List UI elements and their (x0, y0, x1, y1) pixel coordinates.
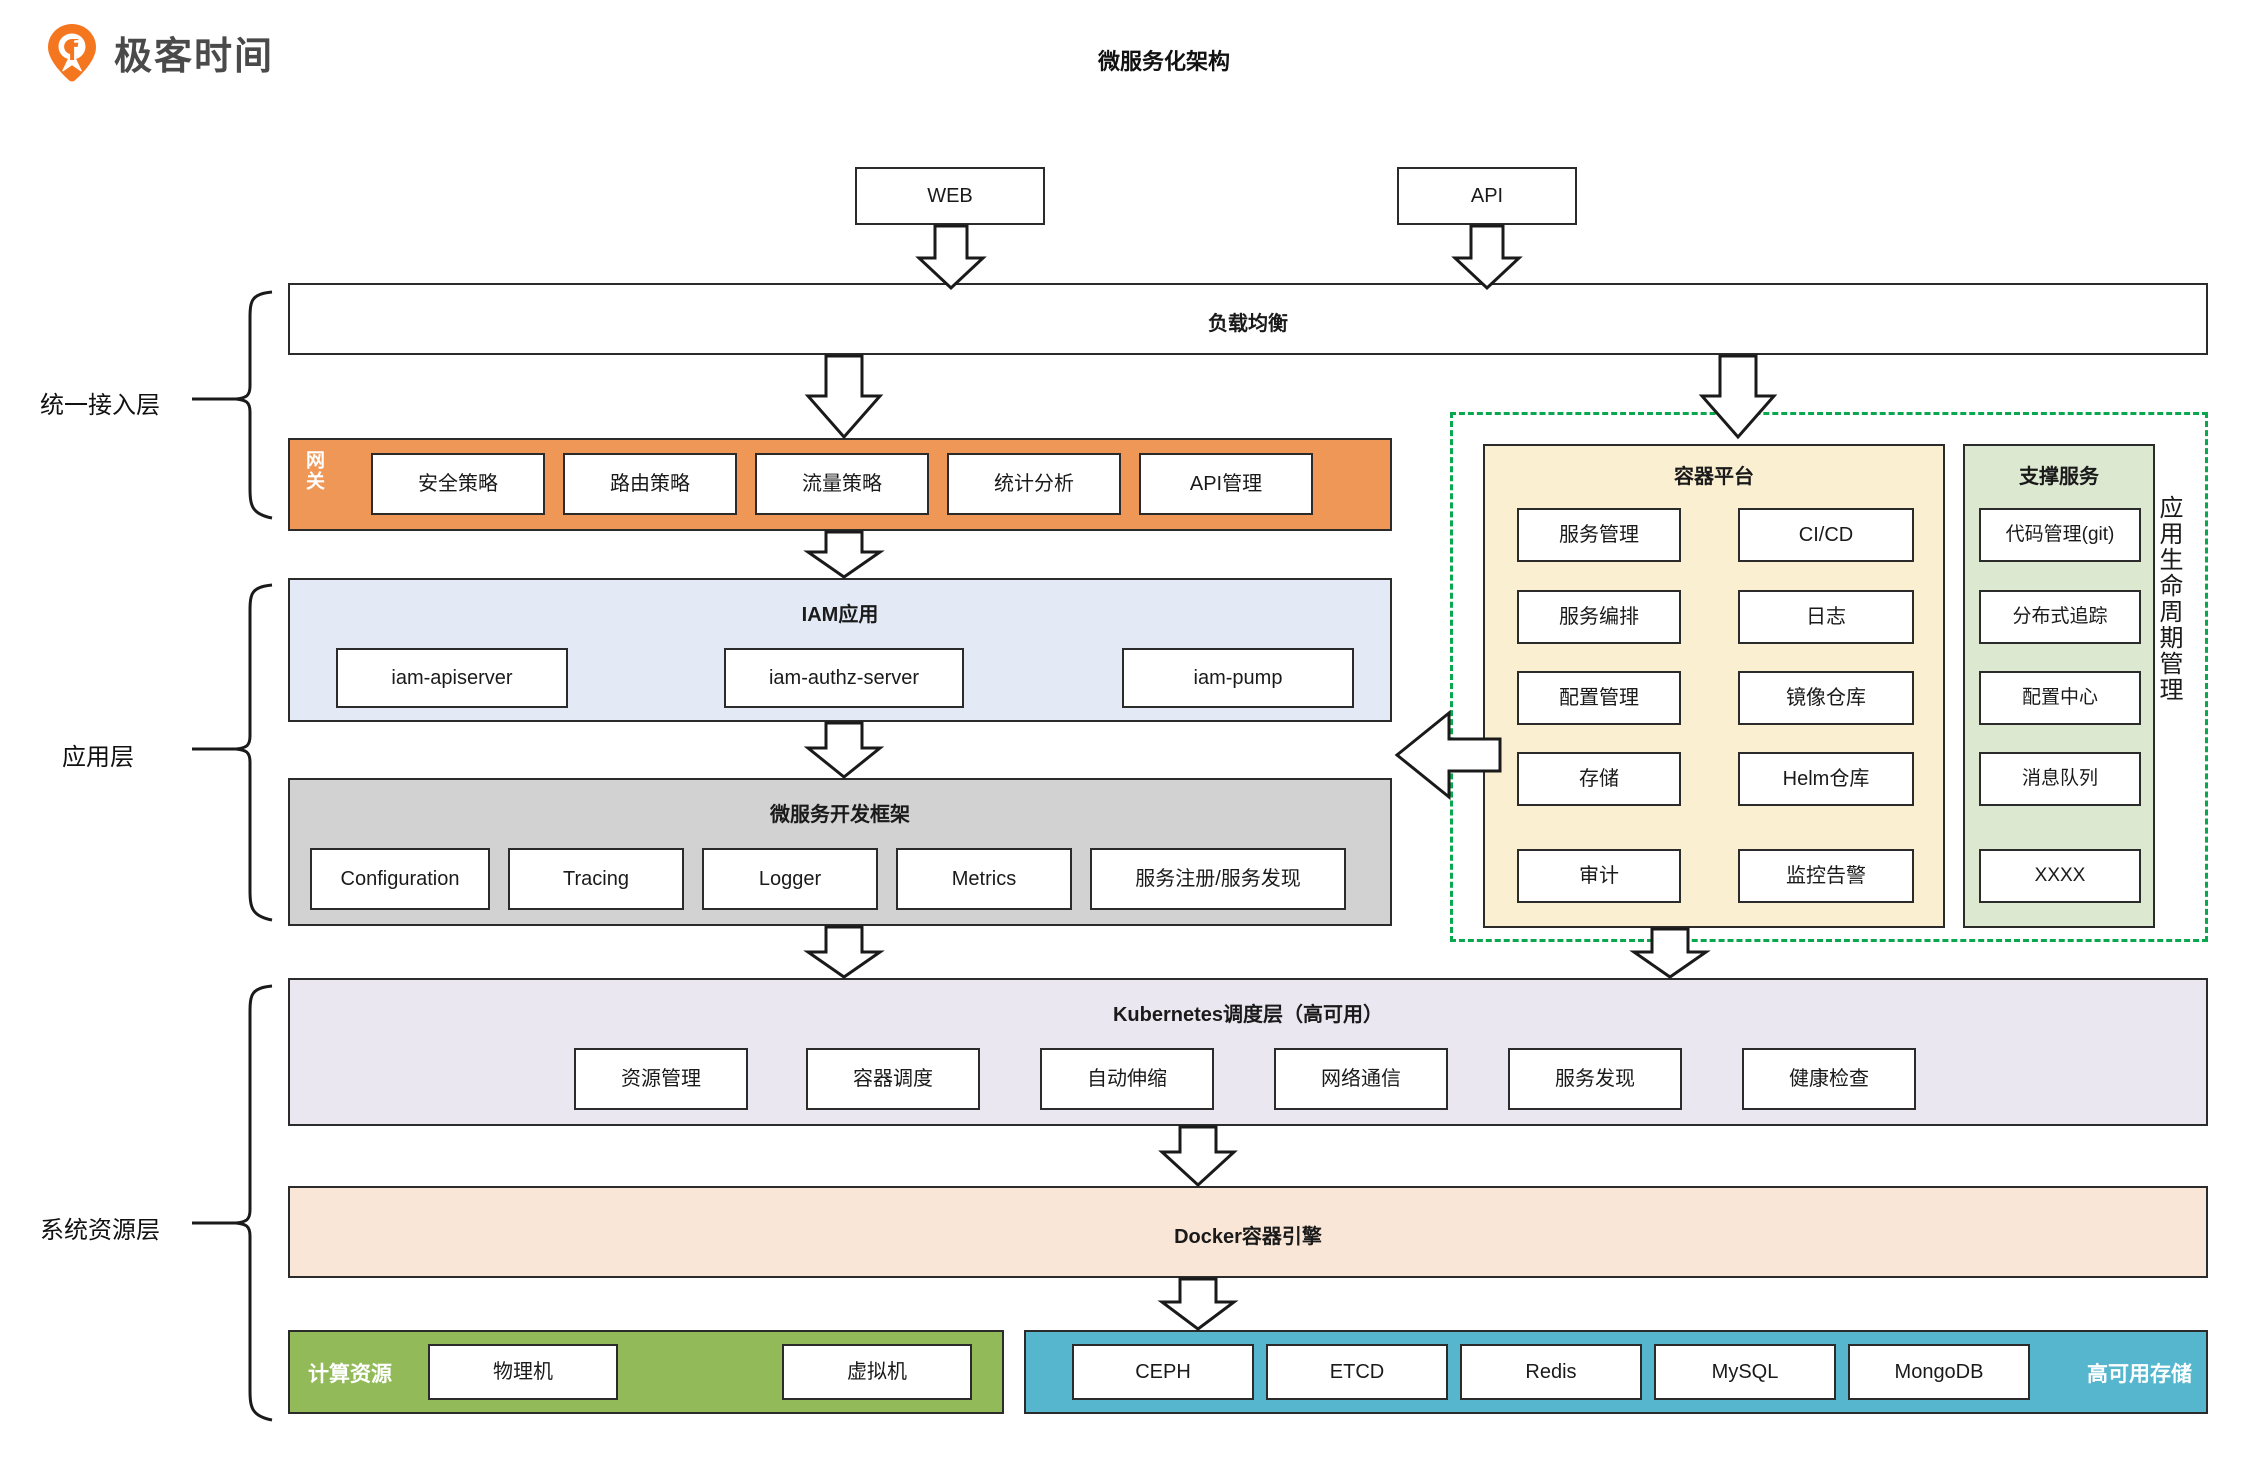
container-platform-item-storage[interactable]: 存储 (1517, 752, 1681, 806)
container-platform-item-helm-repository[interactable]: Helm仓库 (1738, 752, 1914, 806)
iam-item-pump[interactable]: iam-pump (1122, 648, 1354, 708)
brace-application (235, 583, 273, 922)
container-platform-item-logging[interactable]: 日志 (1738, 590, 1914, 644)
gateway-side-label: 网关 (303, 450, 324, 492)
brand-name: 极客时间 (114, 33, 275, 78)
entry-box-api-label: API (1470, 184, 1504, 207)
compute-item-physical-machine[interactable]: 物理机 (428, 1344, 618, 1400)
framework-item-service-registry-discovery[interactable]: 服务注册/服务发现 (1090, 848, 1346, 910)
container-platform-item-monitoring-alerting[interactable]: 监控告警 (1738, 849, 1914, 903)
load-balancer-title: 负载均衡 (1208, 313, 1288, 335)
arrow-iam-to-framework (803, 721, 885, 779)
storage-item-ceph[interactable]: CEPH (1072, 1344, 1254, 1400)
iam-item-authz-server[interactable]: iam-authz-server (724, 648, 964, 708)
layer-label-unified-access: 统一接入层 (40, 392, 160, 419)
framework-item-logger[interactable]: Logger (702, 848, 878, 910)
kubernetes-item-auto-scaling[interactable]: 自动伸缩 (1040, 1048, 1214, 1110)
storage-item-mysql[interactable]: MySQL (1654, 1344, 1836, 1400)
arrow-gateway-to-iam (803, 530, 885, 579)
gateway-item-statistics[interactable]: 统计分析 (947, 453, 1121, 515)
arrow-docker-to-storage (1157, 1277, 1239, 1331)
arrow-api-to-lb (1451, 224, 1523, 291)
geektime-pin-icon (44, 22, 100, 82)
lifecycle-side-label: 应用生命周期管理 (2155, 495, 2182, 703)
entry-box-web[interactable]: WEB (855, 167, 1045, 225)
storage-side-label: 高可用存储 (2087, 1363, 2192, 1386)
container-platform-item-cicd[interactable]: CI/CD (1738, 508, 1914, 562)
kubernetes-item-service-discovery[interactable]: 服务发现 (1508, 1048, 1682, 1110)
layer-label-application: 应用层 (62, 744, 134, 771)
framework-item-configuration[interactable]: Configuration (310, 848, 490, 910)
framework-item-tracing[interactable]: Tracing (508, 848, 684, 910)
kubernetes-item-resource-management[interactable]: 资源管理 (574, 1048, 748, 1110)
brand-logo: 极客时间 (44, 22, 274, 82)
compute-side-label: 计算资源 (308, 1363, 392, 1386)
gateway-item-api-management[interactable]: API管理 (1139, 453, 1313, 515)
support-services-item-distributed-tracing[interactable]: 分布式追踪 (1979, 590, 2141, 644)
support-services-item-message-queue[interactable]: 消息队列 (1979, 752, 2141, 806)
load-balancer-band: 负载均衡 (288, 283, 2208, 355)
arrow-k8s-to-docker (1158, 1125, 1238, 1188)
docker-title: Docker容器引擎 (1174, 1226, 1322, 1248)
layer-label-system-resource: 系统资源层 (40, 1217, 160, 1244)
container-platform-item-image-registry[interactable]: 镜像仓库 (1738, 671, 1914, 725)
gateway-item-security-policy[interactable]: 安全策略 (371, 453, 545, 515)
arrow-framework-to-k8s (803, 925, 885, 979)
gateway-item-route-policy[interactable]: 路由策略 (563, 453, 737, 515)
container-platform-item-service-orchestration[interactable]: 服务编排 (1517, 590, 1681, 644)
container-platform-item-audit[interactable]: 审计 (1517, 849, 1681, 903)
container-platform-item-config-management[interactable]: 配置管理 (1517, 671, 1681, 725)
framework-item-metrics[interactable]: Metrics (896, 848, 1072, 910)
support-services-title: 支撑服务 (2019, 466, 2099, 488)
storage-item-mongodb[interactable]: MongoDB (1848, 1344, 2030, 1400)
support-services-item-code-management[interactable]: 代码管理(git) (1979, 508, 2141, 562)
container-platform-title: 容器平台 (1674, 466, 1754, 488)
entry-box-api[interactable]: API (1397, 167, 1577, 225)
arrow-web-to-lb (915, 224, 987, 291)
entry-box-web-label: WEB (927, 184, 973, 207)
compute-item-virtual-machine[interactable]: 虚拟机 (782, 1344, 972, 1400)
iam-title: IAM应用 (801, 604, 879, 626)
docker-band: Docker容器引擎 (288, 1186, 2208, 1278)
lifecycle-dashed-region (1450, 412, 2208, 942)
iam-item-apiserver[interactable]: iam-apiserver (336, 648, 568, 708)
gateway-item-traffic-policy[interactable]: 流量策略 (755, 453, 929, 515)
framework-title: 微服务开发框架 (770, 804, 910, 826)
storage-item-redis[interactable]: Redis (1460, 1344, 1642, 1400)
kubernetes-item-network-communication[interactable]: 网络通信 (1274, 1048, 1448, 1110)
storage-item-etcd[interactable]: ETCD (1266, 1344, 1448, 1400)
page-title-text: 微服务化架构 (1097, 49, 1230, 74)
brace-system-resource (235, 984, 273, 1422)
support-services-item-xxxx[interactable]: XXXX (1979, 849, 2141, 903)
container-platform-item-service-management[interactable]: 服务管理 (1517, 508, 1681, 562)
kubernetes-title: Kubernetes调度层（高可用） (1112, 1004, 1384, 1026)
kubernetes-item-container-scheduling[interactable]: 容器调度 (806, 1048, 980, 1110)
page-title: 微服务化架构 (0, 44, 2248, 76)
support-services-item-config-center[interactable]: 配置中心 (1979, 671, 2141, 725)
kubernetes-item-health-check[interactable]: 健康检查 (1742, 1048, 1916, 1110)
brace-unified-access (235, 290, 273, 520)
arrow-lb-to-gateway (804, 354, 884, 440)
